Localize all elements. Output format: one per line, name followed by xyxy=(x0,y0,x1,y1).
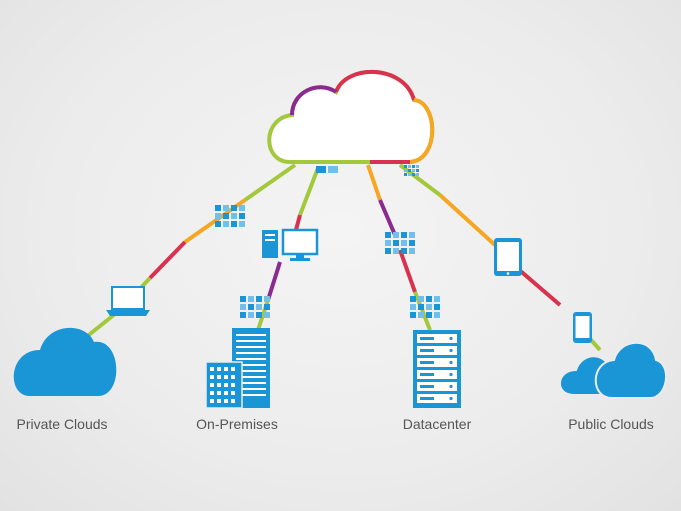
connection-lines xyxy=(83,163,602,352)
hub-connector-icon xyxy=(316,166,338,173)
link-datacenter xyxy=(366,164,432,331)
smartphone-icon xyxy=(573,312,592,343)
public-cloud-group-icon xyxy=(559,341,668,399)
building-icon xyxy=(205,328,270,409)
tablet-icon xyxy=(494,238,522,276)
label-datacenter: Datacenter xyxy=(402,416,472,432)
hub-cloud-icon xyxy=(267,70,435,164)
desktop-computer-icon xyxy=(262,228,319,261)
laptop-icon xyxy=(106,286,150,316)
private-cloud-icon xyxy=(13,327,117,396)
label-private-clouds: Private Clouds xyxy=(16,416,108,432)
label-public-clouds: Public Clouds xyxy=(568,416,654,432)
server-rack-icon xyxy=(413,330,461,408)
network-grid-icon xyxy=(240,296,270,318)
label-on-premises: On-Premises xyxy=(196,416,278,432)
